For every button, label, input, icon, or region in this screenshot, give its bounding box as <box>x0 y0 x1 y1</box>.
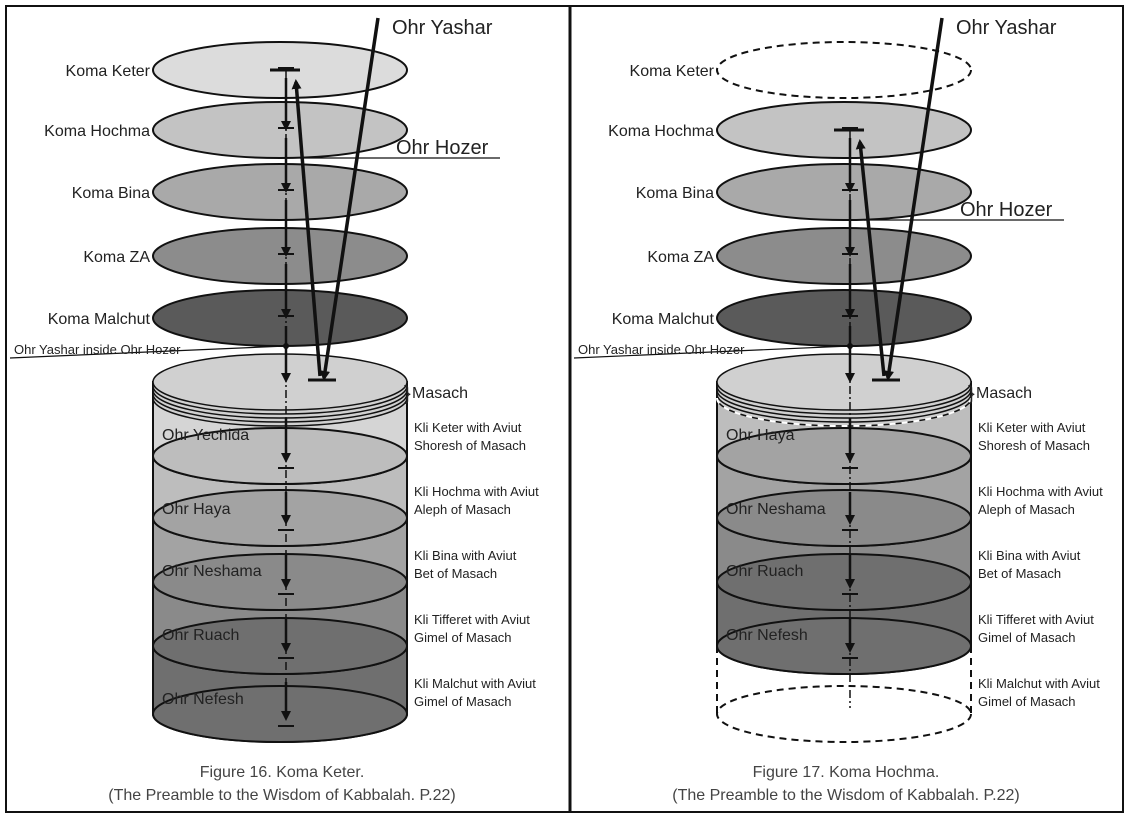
koma-label-0: Koma Keter <box>66 63 151 80</box>
kli-label-3-line2: Gimel of Masach <box>978 630 1076 645</box>
kli-label-2-line1: Kli Bina with Aviut <box>414 548 517 563</box>
masach-brace: } <box>968 383 975 405</box>
koma-label-2: Koma Bina <box>72 185 150 202</box>
koma-label-1: Koma Hochma <box>608 123 714 140</box>
ohr-hozer-label: Ohr Hozer <box>396 137 489 159</box>
kli-label-1-line2: Aleph of Masach <box>978 502 1075 517</box>
koma-ellipse-4 <box>152 289 408 347</box>
vessel-ring-0 <box>152 427 408 485</box>
koma-ellipse-3 <box>716 227 972 285</box>
vessel-ring-3 <box>152 617 408 675</box>
light-label-3: Ohr Ruach <box>162 627 239 644</box>
vessel-ring-2 <box>716 553 972 611</box>
light-label-2: Ohr Ruach <box>726 563 803 580</box>
kli-label-2-line2: Bet of Masach <box>414 566 497 581</box>
kli-label-4-line2: Gimel of Masach <box>978 694 1076 709</box>
vessel-ring-2 <box>152 553 408 611</box>
kli-label-3-line1: Kli Tifferet with Aviut <box>978 612 1094 627</box>
inside-leader <box>9 345 287 359</box>
kli-label-3-line2: Gimel of Masach <box>414 630 512 645</box>
light-label-4: Ohr Nefesh <box>162 691 244 708</box>
kli-label-0-line1: Kli Keter with Aviut <box>414 420 522 435</box>
kli-label-3-line1: Kli Tifferet with Aviut <box>414 612 530 627</box>
koma-label-1: Koma Hochma <box>44 123 150 140</box>
kli-label-4-line1: Kli Malchut with Aviut <box>414 676 536 691</box>
kli-label-1-line1: Kli Hochma with Aviut <box>978 484 1103 499</box>
koma-label-4: Koma Malchut <box>48 311 151 328</box>
masach-label: Masach <box>412 385 468 402</box>
kli-label-0-line2: Shoresh of Masach <box>414 438 526 453</box>
masach-plate-0 <box>152 353 408 411</box>
caption-line2: (The Preamble to the Wisdom of Kabbalah.… <box>672 787 1019 804</box>
inside-dot <box>847 343 853 349</box>
kli-label-1-line1: Kli Hochma with Aviut <box>414 484 539 499</box>
ohr-yashar-label: Ohr Yashar <box>392 17 493 39</box>
koma-ellipse-3 <box>152 227 408 285</box>
kli-label-2-line1: Kli Bina with Aviut <box>978 548 1081 563</box>
outer-frame <box>5 5 1124 813</box>
koma-label-3: Koma ZA <box>83 249 150 266</box>
light-label-1: Ohr Haya <box>162 501 231 518</box>
vessel-ring-1 <box>716 489 972 547</box>
empty-vessel-bottom <box>716 685 972 743</box>
ohr-hozer-label: Ohr Hozer <box>960 199 1053 221</box>
koma-ellipse-0 <box>716 41 972 99</box>
light-label-0: Ohr Haya <box>726 427 795 444</box>
koma-label-2: Koma Bina <box>636 185 714 202</box>
vessel-ring-1 <box>152 489 408 547</box>
light-label-2: Ohr Neshama <box>162 563 262 580</box>
koma-label-3: Koma ZA <box>647 249 714 266</box>
vessel-ring-0 <box>716 427 972 485</box>
koma-label-4: Koma Malchut <box>612 311 715 328</box>
koma-ellipse-4 <box>716 289 972 347</box>
ohr-yashar-arrow <box>320 17 380 381</box>
ohr-hozer-arrow <box>855 139 886 377</box>
kli-label-4-line2: Gimel of Masach <box>414 694 512 709</box>
masach-label: Masach <box>976 385 1032 402</box>
koma-label-0: Koma Keter <box>630 63 715 80</box>
caption-line1: Figure 16. Koma Keter. <box>200 764 365 781</box>
caption-line1: Figure 17. Koma Hochma. <box>753 764 940 781</box>
masach-dashed-edge <box>716 397 972 427</box>
ohr-yashar-label: Ohr Yashar <box>956 17 1057 39</box>
inside-label: Ohr Yashar inside Ohr Hozer <box>14 342 181 357</box>
light-label-3: Ohr Nefesh <box>726 627 808 644</box>
ohr-hozer-arrow <box>291 79 322 377</box>
light-label-1: Ohr Neshama <box>726 501 826 518</box>
koma-ellipse-1 <box>152 101 408 159</box>
vessel-ring-4 <box>152 685 408 743</box>
caption-line2: (The Preamble to the Wisdom of Kabbalah.… <box>108 787 455 804</box>
kli-label-1-line2: Aleph of Masach <box>414 502 511 517</box>
inside-label: Ohr Yashar inside Ohr Hozer <box>578 342 745 357</box>
kli-label-0-line1: Kli Keter with Aviut <box>978 420 1086 435</box>
kli-label-4-line1: Kli Malchut with Aviut <box>978 676 1100 691</box>
kli-label-2-line2: Bet of Masach <box>978 566 1061 581</box>
koma-ellipse-2 <box>152 163 408 221</box>
masach-brace: } <box>404 383 411 405</box>
masach-plate-0 <box>716 353 972 411</box>
koma-ellipse-2 <box>716 163 972 221</box>
inside-leader <box>573 345 851 359</box>
inside-dot <box>283 343 289 349</box>
light-label-0: Ohr Yechida <box>162 427 249 444</box>
ohr-yashar-arrow <box>884 17 944 381</box>
kli-label-0-line2: Shoresh of Masach <box>978 438 1090 453</box>
